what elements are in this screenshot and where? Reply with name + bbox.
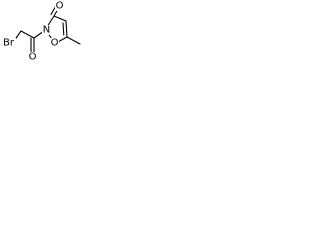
bond-methyl	[66, 36, 81, 45]
acyl-oxygen-label: O	[29, 52, 37, 63]
bond-c4-c5-double-inner	[62, 22, 65, 36]
ring-oxygen-label: O	[51, 38, 59, 49]
bromine-bg	[1, 38, 16, 48]
carbonyl-oxygen-label: O	[56, 1, 64, 12]
ring-nitrogen-bg	[42, 25, 51, 35]
bond-acyl-c-to-ch2	[20, 30, 35, 39]
ring-oxygen-bg	[50, 38, 59, 48]
bond-c3-to-c4	[53, 15, 67, 22]
ring-nitrogen-label: N	[43, 25, 50, 36]
structure-drawing: O N O O Br	[1, 1, 81, 63]
carbonyl-oxygen-bg	[55, 1, 64, 11]
acyl-oxygen-bg	[28, 52, 37, 62]
bond-c4-to-c5	[65, 20, 68, 38]
bromine-label: Br	[3, 38, 15, 49]
chemical-structure: O N O O Br	[0, 0, 85, 83]
bond-c3-carbonyl-double	[50, 6, 56, 16]
